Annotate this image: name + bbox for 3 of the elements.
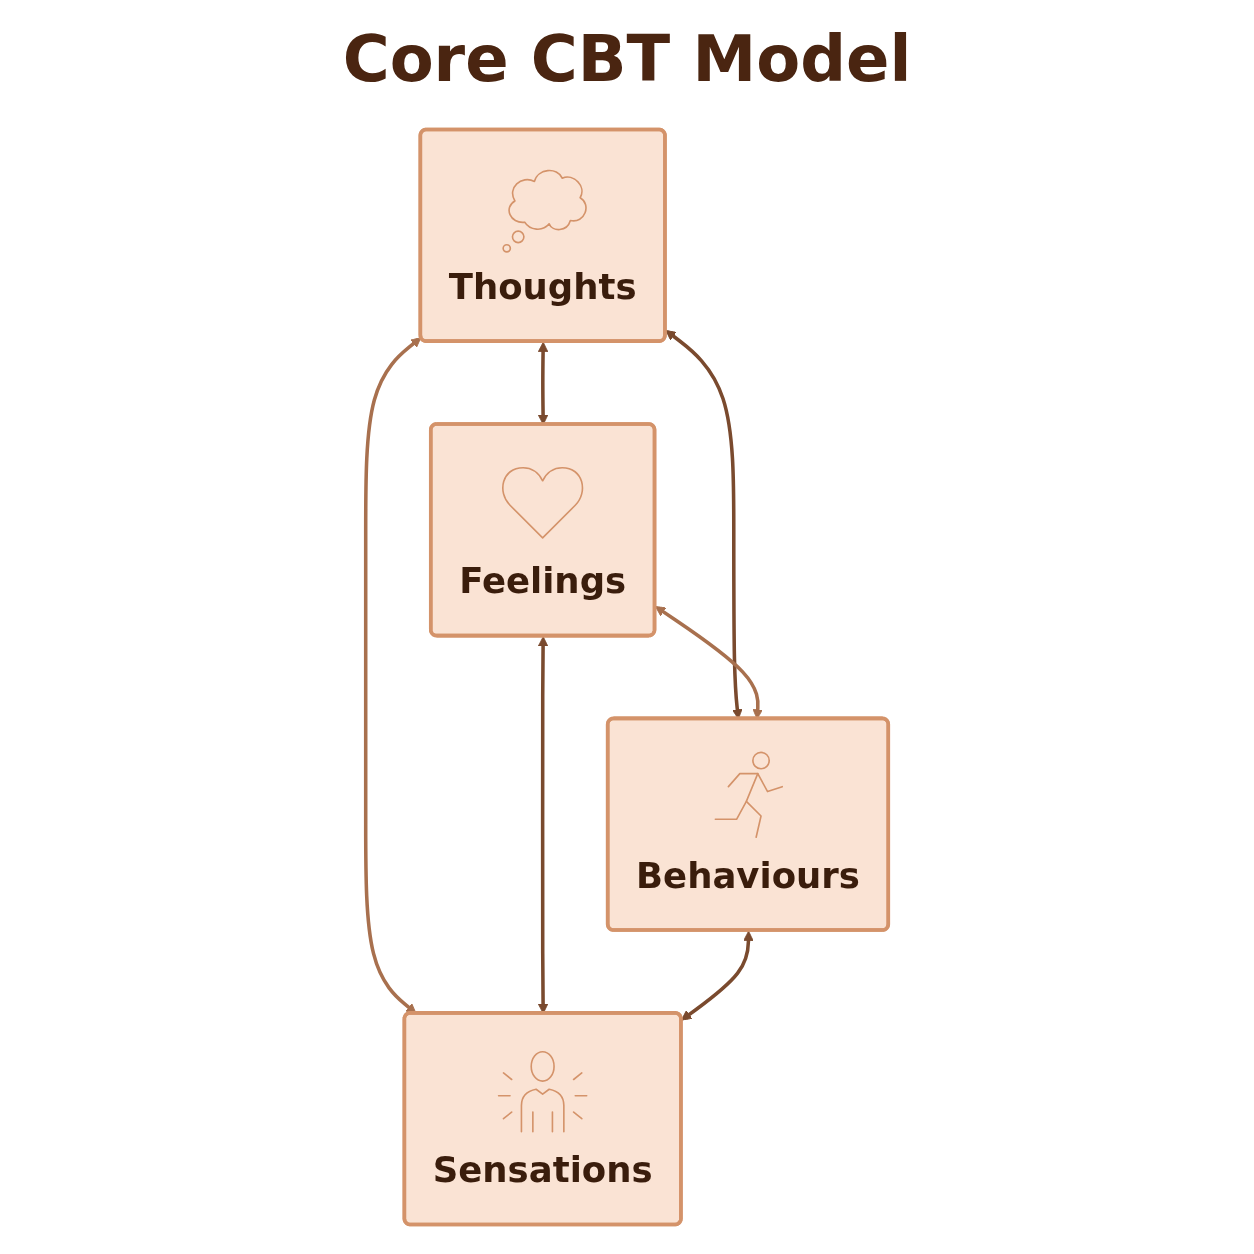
diagram-title: Core CBT Model bbox=[342, 21, 912, 96]
arrow bbox=[363, 337, 422, 1014]
arrow bbox=[681, 930, 754, 1021]
